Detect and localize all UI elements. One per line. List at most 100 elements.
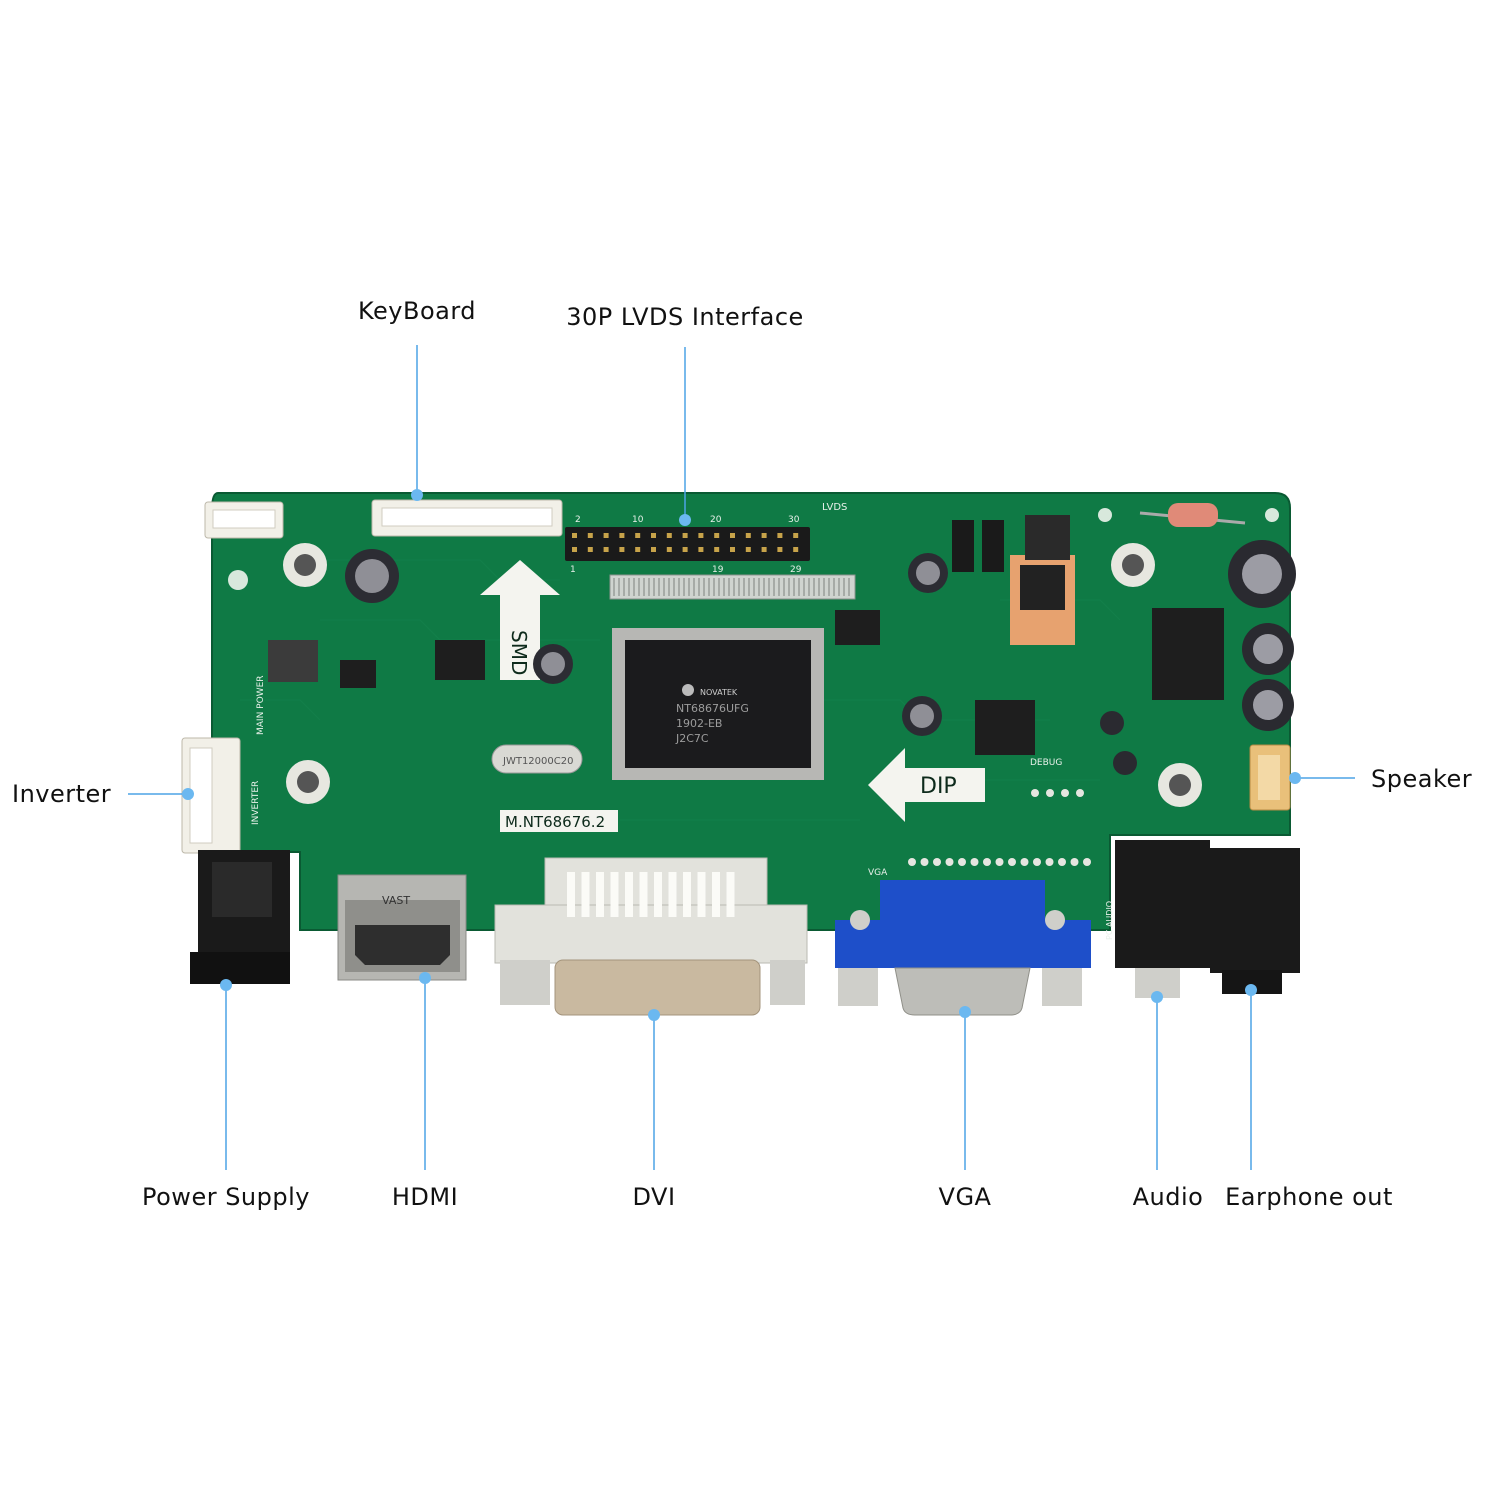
lvds-pin29-silk: 29 bbox=[790, 565, 802, 575]
speaker-connector bbox=[1249, 744, 1291, 811]
lvds-pin1-silk: 1 bbox=[570, 565, 576, 575]
lvds-pin bbox=[761, 533, 767, 538]
dvi-slot bbox=[668, 872, 677, 917]
lvds-pin bbox=[666, 533, 672, 538]
lvds-pin bbox=[587, 547, 593, 552]
crystal-oscillator: JWT12000C20 bbox=[491, 744, 583, 774]
svg-text:1902-EB: 1902-EB bbox=[676, 717, 722, 730]
vga-silk: VGA bbox=[868, 868, 888, 878]
svg-text:NT68676UFG: NT68676UFG bbox=[676, 702, 749, 715]
debug-silk: DEBUG bbox=[1030, 758, 1062, 768]
pad bbox=[1058, 858, 1066, 866]
vga-connector bbox=[835, 880, 1091, 1016]
dvi-connector bbox=[494, 857, 808, 1016]
lvds-pin20-silk: 20 bbox=[710, 515, 722, 525]
pad bbox=[945, 858, 954, 866]
dvi-slot bbox=[726, 872, 735, 917]
lvds-pin bbox=[651, 533, 656, 538]
hdmi-dot bbox=[419, 972, 431, 984]
svg-text:SMD: SMD bbox=[507, 630, 531, 675]
earphone-dot bbox=[1245, 984, 1257, 996]
svg-text:VAST: VAST bbox=[382, 894, 410, 907]
svg-text:M.NT68676.2: M.NT68676.2 bbox=[505, 813, 605, 831]
inverter-label: Inverter bbox=[12, 780, 112, 808]
dvi-dot bbox=[648, 1009, 660, 1021]
lvds-pin bbox=[793, 533, 799, 538]
dvi-slot bbox=[581, 872, 590, 917]
lvds-pin bbox=[603, 533, 609, 538]
keyboard-dot bbox=[411, 489, 423, 501]
pad bbox=[1008, 858, 1016, 866]
audio-dot bbox=[1151, 991, 1163, 1003]
lvds-pin bbox=[745, 533, 751, 538]
lvds-silk: LVDS bbox=[822, 502, 847, 513]
lvds-pin bbox=[666, 547, 672, 552]
pad bbox=[920, 858, 929, 866]
audio-jack: PC AUDIO bbox=[1105, 840, 1210, 998]
lvds-pin bbox=[698, 533, 704, 538]
pad bbox=[1070, 858, 1079, 866]
lvds-pin bbox=[635, 547, 641, 552]
lvds-pin bbox=[635, 533, 641, 538]
dvi-slot bbox=[639, 872, 648, 917]
lvds-pin30-silk: 30 bbox=[788, 515, 800, 525]
hdmi-connector: VAST bbox=[337, 874, 467, 981]
svg-text:PC AUDIO: PC AUDIO bbox=[1105, 901, 1114, 940]
lvds-pin bbox=[730, 547, 735, 552]
power-supply-label: Power Supply bbox=[142, 1183, 310, 1211]
lvds-pin bbox=[777, 533, 783, 538]
power-dot bbox=[220, 979, 232, 991]
keyboard-label: KeyBoard bbox=[357, 297, 477, 325]
scaler-chip: NOVATEK NT68676UFG 1902-EB J2C7C bbox=[612, 628, 824, 780]
inverter-dot bbox=[182, 788, 194, 800]
lvds-pin bbox=[587, 533, 593, 538]
pad bbox=[1020, 858, 1029, 866]
audio-label: Audio bbox=[1132, 1183, 1204, 1211]
lvds-pin bbox=[572, 547, 577, 552]
lvds-pin bbox=[714, 533, 720, 538]
svg-text:JWT12000C20: JWT12000C20 bbox=[502, 756, 573, 767]
lvds-pin bbox=[619, 533, 625, 538]
lvds-pin bbox=[572, 533, 577, 538]
ics-and-inductors bbox=[268, 515, 1224, 755]
pad bbox=[983, 858, 991, 866]
pad bbox=[995, 858, 1004, 866]
dvi-label: DVI bbox=[632, 1183, 676, 1211]
pad bbox=[908, 858, 916, 866]
dvi-slot bbox=[683, 872, 691, 917]
power-resistor bbox=[1139, 503, 1246, 527]
svg-text:DIP: DIP bbox=[920, 774, 957, 799]
keyboard-connector bbox=[371, 499, 563, 537]
ir-connector bbox=[204, 501, 284, 539]
dvi-slot bbox=[697, 872, 706, 917]
dvi-slot bbox=[610, 872, 619, 917]
lvds-pin10-silk: 10 bbox=[632, 515, 644, 525]
hdmi-label: HDMI bbox=[391, 1183, 459, 1211]
lvds-pin19-silk: 19 bbox=[712, 565, 724, 575]
electrolytic-capacitors bbox=[345, 540, 1296, 775]
debug-pads bbox=[1031, 789, 1084, 797]
speaker-dot bbox=[1289, 772, 1301, 784]
pad bbox=[1083, 858, 1091, 866]
lvds-pin bbox=[793, 547, 799, 552]
lvds-pin bbox=[730, 533, 735, 538]
lvds-pin2-silk: 2 bbox=[575, 515, 581, 525]
lvds-dot bbox=[679, 514, 691, 526]
pad bbox=[958, 858, 966, 866]
svg-text:J2C7C: J2C7C bbox=[675, 732, 709, 745]
dvi-slot bbox=[625, 872, 633, 917]
lvds-pin bbox=[745, 547, 751, 552]
pad bbox=[933, 858, 941, 866]
lvds-label: 30P LVDS Interface bbox=[566, 303, 804, 331]
lvds-pin bbox=[777, 547, 783, 552]
dvi-slot bbox=[712, 872, 720, 917]
dvi-slot bbox=[567, 872, 575, 917]
pad-row bbox=[908, 858, 1091, 866]
lvds-pin bbox=[682, 547, 688, 552]
pad bbox=[1033, 858, 1041, 866]
vga-label: VGA bbox=[938, 1183, 992, 1211]
dvi-slot bbox=[596, 872, 604, 917]
jumper-headers bbox=[952, 520, 1004, 572]
